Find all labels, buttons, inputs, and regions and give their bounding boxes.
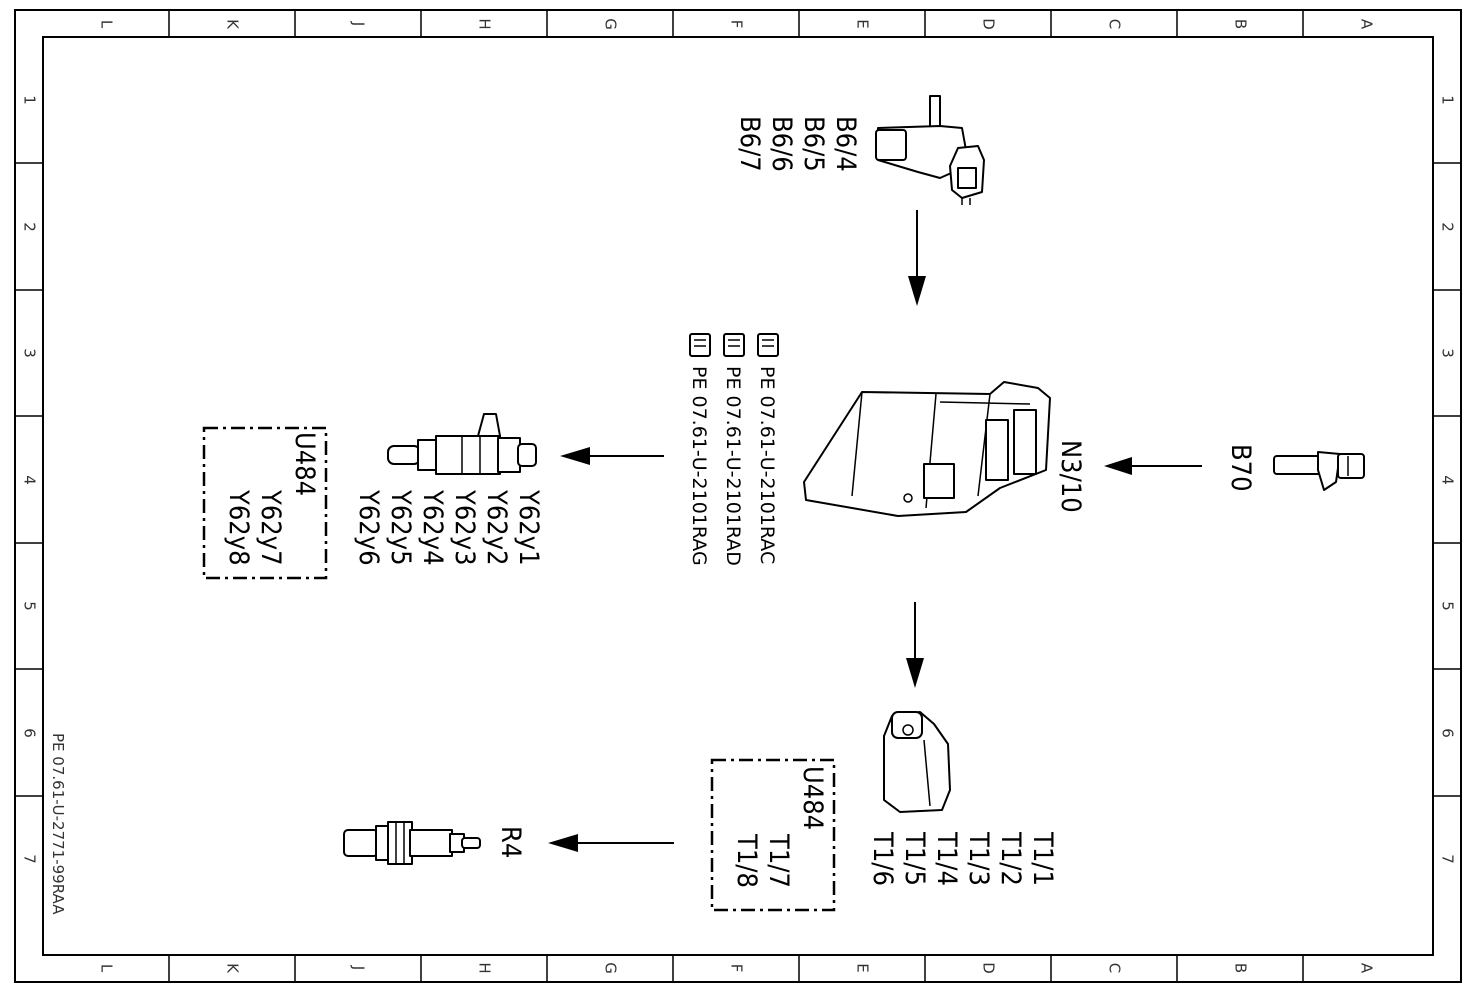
document-reference-icon [723, 333, 745, 357]
arrow-ecu-to-coils [906, 602, 924, 688]
col-label: C [1106, 963, 1124, 973]
engine-control-unit-icon [803, 381, 1051, 517]
ecu-label: N3/10 [1055, 440, 1086, 513]
t1-label: T1/5 [899, 831, 930, 886]
col-label: B [1232, 963, 1250, 973]
u484-title: U484 [289, 432, 320, 496]
col-label: D [980, 962, 998, 974]
col-label: A [1358, 19, 1376, 30]
row-label: 2 [21, 222, 39, 232]
col-label: J [350, 965, 368, 970]
y62-label: Y62y4 [417, 489, 448, 566]
t1-labels: T1/1 T1/2 T1/3 T1/4 T1/5 T1/6 [867, 831, 1058, 886]
row-labels-right: 1 2 3 4 5 6 7 [1439, 95, 1457, 864]
reference-text: PE 07.61-U-2101RAG [688, 366, 710, 566]
t1-label: T1/6 [867, 831, 898, 886]
document-reference-icon [689, 333, 711, 357]
col-label: L [98, 20, 116, 29]
u484-label: T1/7 [763, 833, 794, 888]
row-label: 4 [21, 475, 39, 485]
col-label: E [854, 963, 872, 972]
col-label: L [98, 964, 116, 973]
u484-label: T1/8 [731, 833, 762, 888]
y62-label: Y62y1 [513, 489, 544, 566]
row-label: 6 [1439, 728, 1457, 738]
row-label: 2 [1439, 222, 1457, 232]
y62-label: Y62y5 [385, 489, 416, 566]
row-label: 1 [1439, 95, 1457, 105]
u484-label: Y62y7 [255, 489, 286, 566]
u484-injector-labels: U484 Y62y7 Y62y8 [223, 432, 320, 566]
crankshaft-sensor-icon [1273, 451, 1365, 491]
u484-injector-group-box [202, 426, 328, 580]
row-label: 7 [21, 854, 39, 864]
u484-coil-group-box [710, 758, 836, 912]
b70-label: B70 [1225, 444, 1256, 492]
col-label: K [224, 963, 242, 974]
b6-label: B6/5 [798, 116, 829, 172]
col-label: F [728, 964, 746, 973]
camshaft-sensor-icon [875, 95, 985, 205]
col-label: K [224, 19, 242, 30]
u484-title: U484 [797, 766, 828, 830]
col-label: G [602, 18, 620, 30]
row-labels-left: 1 2 3 4 5 6 7 [21, 95, 39, 864]
col-label: A [1358, 963, 1376, 974]
document-reference-icon [757, 333, 779, 357]
y62-label: Y62y3 [449, 489, 480, 566]
row-dividers [15, 162, 1461, 797]
row-label: 7 [1439, 854, 1457, 864]
column-labels-top: L K J H G F E D C B A [98, 18, 1376, 30]
t1-label: T1/1 [1027, 831, 1058, 886]
t1-label: T1/2 [995, 831, 1026, 886]
ignition-coil-icon [883, 711, 951, 813]
y62-label: Y62y2 [481, 489, 512, 566]
u484-coil-labels: U484 T1/7 T1/8 [731, 766, 828, 888]
row-label: 3 [1439, 348, 1457, 358]
r4-label: R4 [495, 826, 526, 858]
row-label: 6 [21, 728, 39, 738]
b6-label: B6/7 [734, 116, 765, 172]
col-label: H [476, 962, 494, 973]
t1-label: T1/3 [963, 831, 994, 886]
col-label: J [350, 21, 368, 26]
column-dividers [168, 10, 1304, 982]
reference-text: PE 07.61-U-2101RAD [722, 366, 744, 566]
col-label: B [1232, 19, 1250, 29]
row-label: 3 [21, 348, 39, 358]
arrow-coils-to-sparkplug [548, 834, 674, 852]
b6-label: B6/6 [766, 116, 797, 172]
col-label: G [602, 962, 620, 974]
reference-icons [689, 333, 779, 357]
drawing-number: PE 07.61-U-2771-99RAA [49, 733, 67, 915]
y62-label: Y62y6 [353, 489, 384, 566]
outer-frame [14, 9, 1462, 983]
col-label: D [980, 18, 998, 30]
row-label: 5 [21, 601, 39, 611]
arrow-b6-to-ecu [908, 210, 926, 306]
row-label: 4 [1439, 475, 1457, 485]
row-label: 1 [21, 95, 39, 105]
reference-labels: PE 07.61-U-2101RAC PE 07.61-U-2101RAD PE… [688, 366, 778, 566]
fuel-injector-icon [387, 413, 537, 475]
col-label: E [854, 19, 872, 28]
spark-plug-icon [343, 821, 481, 865]
inner-frame [42, 36, 1434, 956]
y62-labels: Y62y1 Y62y2 Y62y3 Y62y4 Y62y5 Y62y6 [353, 489, 544, 566]
column-labels-bottom: L K J H G F E D C B A [98, 962, 1376, 974]
reference-text: PE 07.61-U-2101RAC [756, 366, 778, 564]
u484-label: Y62y8 [223, 489, 254, 566]
col-label: H [476, 18, 494, 29]
arrow-b70-to-ecu [1104, 457, 1202, 475]
col-label: F [728, 20, 746, 29]
b6-label: B6/4 [830, 116, 861, 172]
col-label: C [1106, 19, 1124, 29]
b6-labels: B6/4 B6/5 B6/6 B6/7 [734, 116, 861, 172]
arrow-ecu-to-injectors [560, 447, 664, 465]
row-label: 5 [1439, 601, 1457, 611]
t1-label: T1/4 [931, 831, 962, 886]
